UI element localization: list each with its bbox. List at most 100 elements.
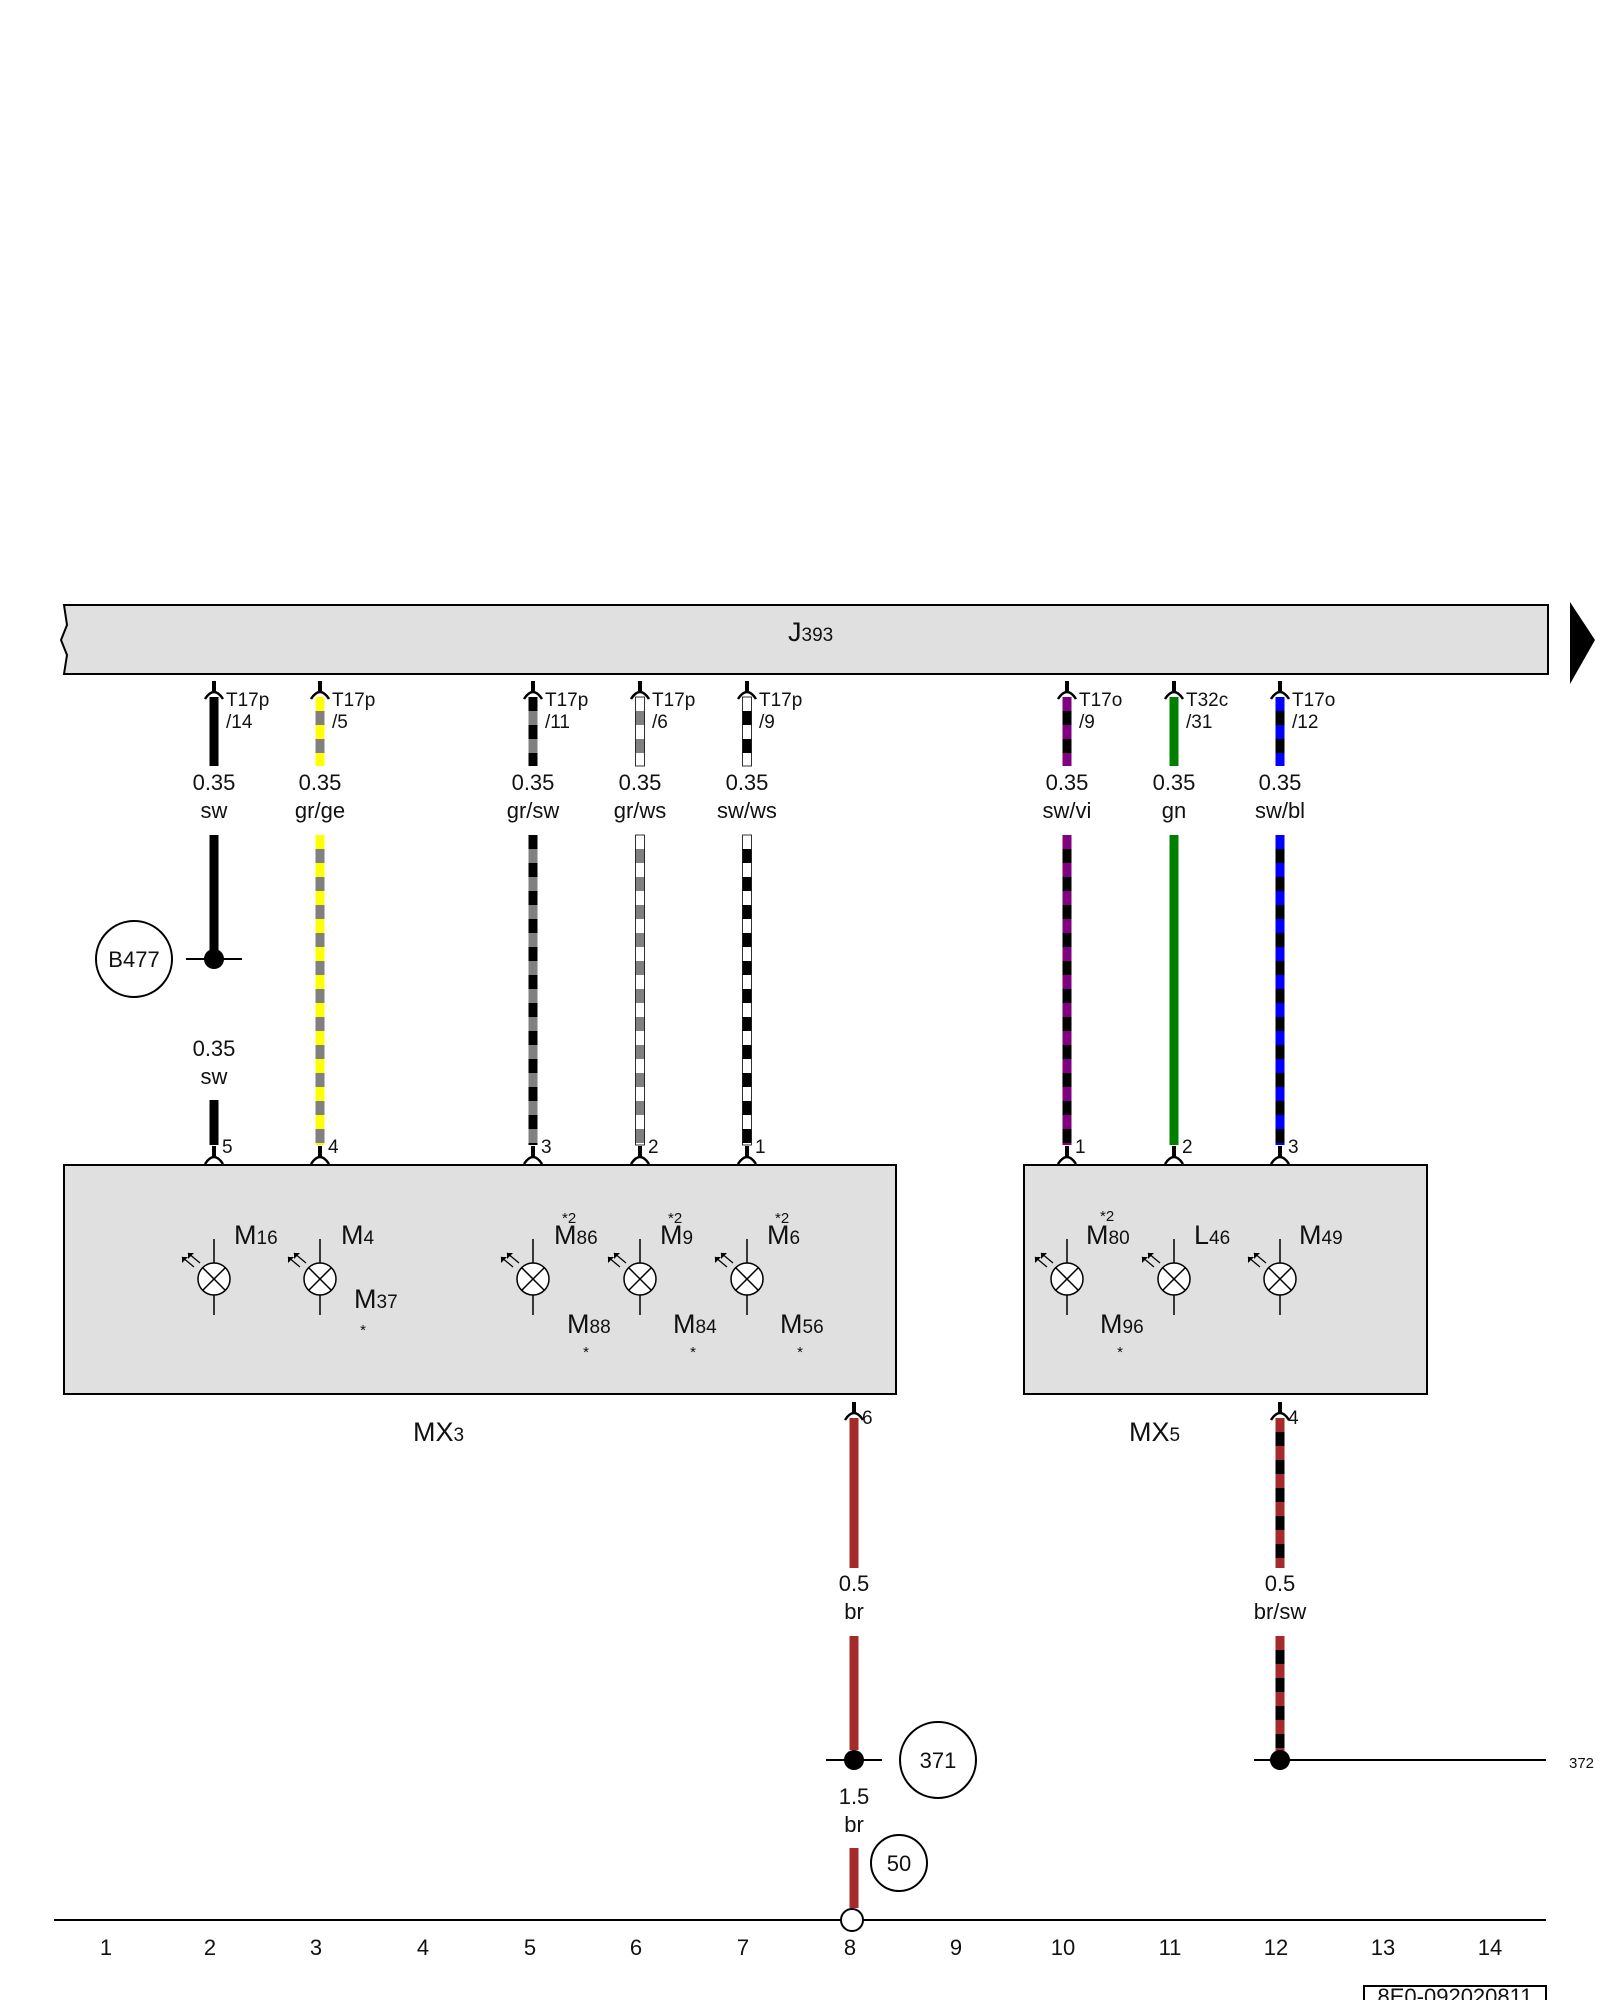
color-w11: gn [1162, 798, 1186, 823]
pin-label-w5: /11 [545, 712, 570, 733]
wire-lower-w3[interactable] [315, 835, 325, 1145]
color-splice-out: sw [201, 1064, 228, 1089]
wire-mx5-out-lower[interactable] [1275, 1636, 1285, 1755]
color-w10: sw/vi [1043, 798, 1092, 823]
bulb-m96-star: * [1117, 1344, 1123, 1361]
gauge-w10: 0.35 [1046, 770, 1089, 795]
wire-lower-w10[interactable] [1062, 835, 1072, 1145]
pin-label-w10: /9 [1079, 712, 1095, 733]
junction-372[interactable]: 372 [1254, 1750, 1594, 1772]
color-ground: br [844, 1812, 864, 1837]
svg-text:T32c/31: T32c/31 [1186, 690, 1228, 733]
mx5-bulb-labels: *2 M80 M96 * L46 M49 [1086, 1208, 1343, 1361]
color-mx3-out: br [844, 1599, 864, 1624]
wire-mid-w2[interactable] [209, 835, 219, 950]
wire-lower-w2[interactable] [209, 1100, 219, 1145]
bulb-m16-label: M16 [234, 1220, 278, 1250]
junction-371[interactable]: 371 [826, 1721, 977, 1799]
wire-upper-w10[interactable] [1062, 697, 1072, 766]
wire-lower-w11[interactable] [1169, 835, 1179, 1145]
pin-label-w12: /12 [1292, 712, 1318, 733]
wire-lower-w6[interactable] [635, 834, 645, 1146]
pin-symbol-mx5-out [1269, 1402, 1291, 1421]
wire-mx3-out-upper[interactable] [849, 1418, 859, 1568]
mx5-pin-1: 1 [1075, 1137, 1086, 1158]
svg-text:T17o/9: T17o/9 [1079, 690, 1122, 733]
grid-num-6: 6 [630, 1935, 642, 1960]
top-pin-symbols [203, 681, 1291, 1421]
svg-text:T17p/9: T17p/9 [759, 690, 802, 733]
bulb-m56-star: * [797, 1344, 803, 1361]
wire-lower-w12[interactable] [1275, 835, 1285, 1145]
mx3-pin-5: 5 [222, 1137, 233, 1158]
bulb-l46-icon [1141, 1239, 1191, 1315]
component-mx5[interactable] [1023, 1164, 1428, 1395]
grid-num-5: 5 [524, 1935, 536, 1960]
bulb-m88-star: * [583, 1344, 589, 1361]
wire-mx5-out-upper[interactable] [1275, 1418, 1285, 1568]
wire-upper-w7[interactable] [742, 696, 752, 767]
grid-num-9: 9 [950, 1935, 962, 1960]
conn-label-w2: T17p [226, 690, 269, 711]
mx5-pin-4: 4 [1288, 1408, 1299, 1429]
mx3-pin-3: 3 [541, 1137, 552, 1158]
svg-text:T17p/14: T17p/14 [226, 690, 269, 733]
gauge-w12: 0.35 [1259, 770, 1302, 795]
control-unit-j393: J393 [59, 604, 1549, 675]
grid-num-12: 12 [1264, 1935, 1288, 1960]
splice-b477[interactable]: B477 [95, 920, 242, 998]
svg-text:T17p/11: T17p/11 [545, 690, 588, 733]
wire-ground[interactable] [849, 1848, 859, 1908]
top-connector-labels: T17p/14 T17p/5 T17p/11 T17p/6 T17p/9 T17… [226, 690, 1335, 733]
color-w5: gr/sw [507, 798, 560, 823]
module-letter: J [788, 617, 802, 647]
wire-lower-w5[interactable] [528, 835, 538, 1145]
bulb-m84-label: M84 [673, 1309, 717, 1339]
wire-upper-w12[interactable] [1275, 697, 1285, 766]
wire-upper-w3[interactable] [315, 697, 325, 766]
bulb-m37-label: M37 [354, 1284, 398, 1314]
component-mx3[interactable] [63, 1164, 897, 1395]
pin-symbol-top-w6 [629, 681, 651, 700]
grid-num-10: 10 [1051, 1935, 1075, 1960]
conn-label-w11: T32c [1186, 690, 1228, 711]
pin-label-w6: /6 [652, 712, 668, 733]
mx3-pin-2: 2 [648, 1137, 659, 1158]
continuation-arrow-icon[interactable] [1570, 602, 1595, 684]
color-w7: sw/ws [717, 798, 777, 823]
mx3-label: MX3 [413, 1417, 464, 1447]
pin-symbol-top-w5 [522, 681, 544, 700]
wire-mx3-out-lower[interactable] [849, 1636, 859, 1750]
bulb-m37-star: * [360, 1322, 366, 1339]
wire-upper-w5[interactable] [528, 697, 538, 766]
conn-label-w3: T17p [332, 690, 375, 711]
grid-num-13: 13 [1371, 1935, 1395, 1960]
gauge-w7: 0.35 [726, 770, 769, 795]
conn-label-w6: T17p [652, 690, 695, 711]
bulb-m9-mark: *2 [668, 1210, 682, 1227]
svg-text:T17p/5: T17p/5 [332, 690, 375, 733]
terminal-50[interactable]: 50 [870, 1834, 928, 1892]
color-w2: sw [201, 798, 228, 823]
pin-symbol-top-w7 [736, 681, 758, 700]
mx5-pin-3: 3 [1288, 1137, 1299, 1158]
pin-symbol-bottom-w11 [1163, 1146, 1185, 1165]
junction-371-label: 371 [920, 1748, 957, 1773]
wire-labels: 0.35 sw 0.35 gr/ge 0.35 gr/sw 0.35 gr/ws… [193, 770, 1307, 1837]
wire-upper-w2[interactable] [209, 697, 219, 766]
bulb-m80-mark: *2 [1100, 1208, 1114, 1225]
grid-numbers: 1 2 3 4 5 6 7 8 9 10 11 12 13 14 [100, 1935, 1502, 1960]
bulb-m49-icon [1247, 1239, 1297, 1315]
color-w3: gr/ge [295, 798, 345, 823]
terminal-50-label: 50 [887, 1851, 911, 1876]
wire-upper-w11[interactable] [1169, 697, 1179, 766]
document-id: 8E0-092020811 [1363, 1984, 1547, 2000]
gauge-mx5-out: 0.5 [1265, 1571, 1296, 1596]
conn-label-w5: T17p [545, 690, 588, 711]
wire-lower-w7[interactable] [742, 834, 752, 1146]
wire-upper-w6[interactable] [635, 696, 645, 767]
pin-symbol-bottom-w7 [736, 1146, 758, 1165]
module-number: 393 [802, 625, 834, 646]
bulb-m4-label: M4 [341, 1220, 375, 1250]
pin-symbol-mx3-out [843, 1402, 865, 1421]
